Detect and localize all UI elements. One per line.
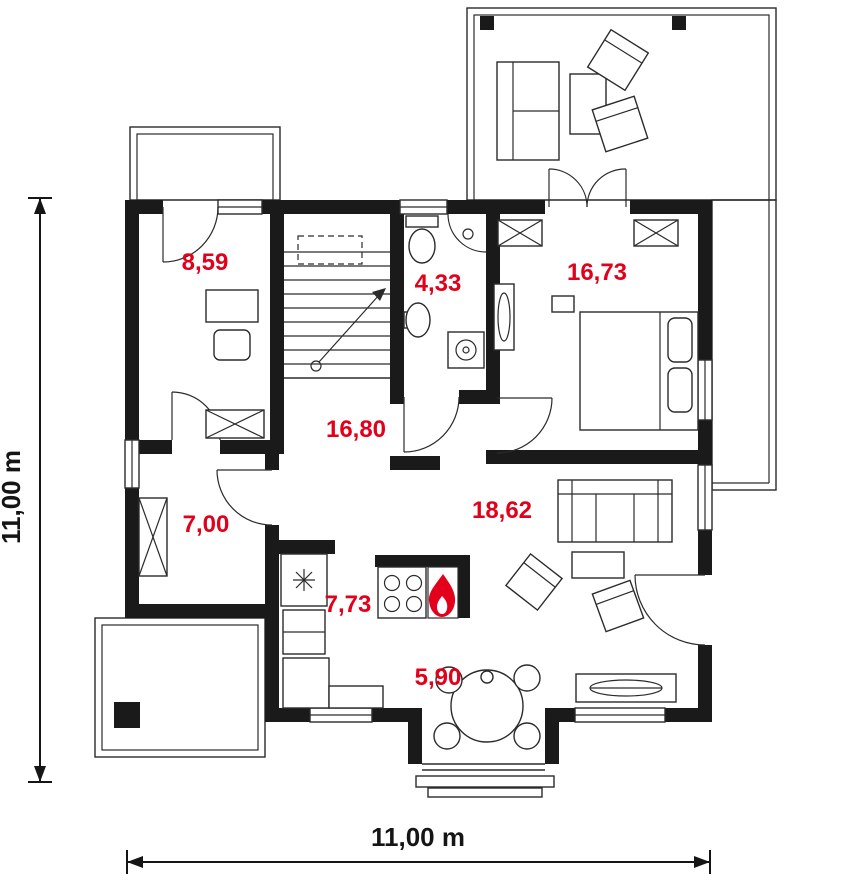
dresser-with-mirror (493, 283, 515, 351)
door-living-terrace (634, 574, 706, 646)
terrace-chair (586, 28, 650, 92)
walls (125, 200, 712, 764)
washer-icon (447, 331, 485, 369)
stairs (284, 235, 390, 379)
room-label-side-room: 7,00 (183, 511, 230, 538)
side-room-furniture (138, 497, 168, 577)
room-label-top-left-room: 8,59 (182, 249, 229, 276)
stove-burners-icon (377, 566, 427, 619)
office-furniture (205, 289, 265, 439)
flame-icon (427, 566, 459, 619)
kitchen-bench (328, 685, 384, 709)
tv-cabinet (575, 673, 677, 703)
window (574, 707, 666, 723)
dining-chair (435, 666, 463, 694)
terrace-chair (591, 95, 649, 153)
dining-chair (433, 722, 461, 750)
bedroom-furniture (493, 219, 699, 431)
terrace-top-right (466, 7, 777, 201)
window (309, 707, 373, 723)
bathroom-fixtures (403, 213, 487, 369)
porch-bottom-left (94, 617, 266, 758)
corner-shower-icon (447, 213, 487, 253)
living-furniture (504, 479, 677, 703)
stairs-upper-dashed (297, 235, 363, 265)
terrace-post (480, 16, 494, 30)
dimension-label-bottom: 11,00 m (371, 822, 465, 852)
wardrobe (205, 409, 265, 439)
wardrobe (138, 497, 168, 577)
door-balcony (162, 206, 219, 263)
room-label-dining-area: 5,90 (415, 664, 462, 691)
sofa (557, 479, 673, 543)
room-labels: 8,59 4,33 16,73 16,80 7,00 7,73 18,62 5,… (182, 249, 627, 691)
armchair (591, 579, 645, 633)
chair (213, 329, 251, 361)
kitchen-fixtures (280, 553, 459, 709)
dimension-left: 11,00 m (0, 197, 52, 783)
dimension-bottom: 11,00 m (126, 822, 711, 874)
dimension-label-left: 11,00 m (0, 450, 26, 544)
sink-icon (403, 302, 431, 338)
dining-furniture (433, 664, 541, 750)
balcony-top-left (129, 126, 281, 201)
window (124, 439, 140, 489)
porch-post (114, 702, 140, 728)
side-terrace-right (711, 199, 777, 491)
stairs-direction-arrow (310, 288, 386, 372)
kitchen-cabinet (282, 609, 326, 655)
entry-steps (415, 763, 555, 798)
wardrobe (633, 219, 679, 247)
door-side-room (216, 469, 273, 526)
dining-chair (513, 664, 541, 692)
dining-chair (513, 722, 541, 750)
room-label-hall: 16,80 (326, 416, 386, 443)
dining-table-knob (480, 670, 494, 684)
wardrobe (497, 219, 543, 247)
room-label-bedroom: 16,73 (567, 259, 627, 286)
room-label-kitchen: 7,73 (325, 591, 372, 618)
toilet-icon (405, 215, 439, 264)
door-bedroom (496, 397, 553, 454)
desk (205, 289, 259, 323)
bed (579, 311, 699, 431)
coffee-table (571, 551, 625, 579)
window (697, 464, 713, 531)
terrace-furniture (496, 28, 650, 161)
window (399, 199, 448, 215)
armchair (504, 552, 564, 612)
window (697, 359, 713, 421)
room-label-living-room: 18,62 (472, 497, 532, 524)
windows (124, 199, 713, 723)
door-bathroom (403, 396, 460, 453)
kitchen-cabinet (282, 657, 330, 709)
room-label-bathroom: 4,33 (415, 270, 462, 297)
door-french-bedroom (548, 168, 627, 208)
asterisk-icon (293, 569, 315, 591)
dining-table (450, 669, 524, 743)
terrace-sofa (496, 61, 560, 161)
nightstand (551, 295, 575, 313)
terrace-post (672, 16, 686, 30)
window (217, 199, 263, 215)
